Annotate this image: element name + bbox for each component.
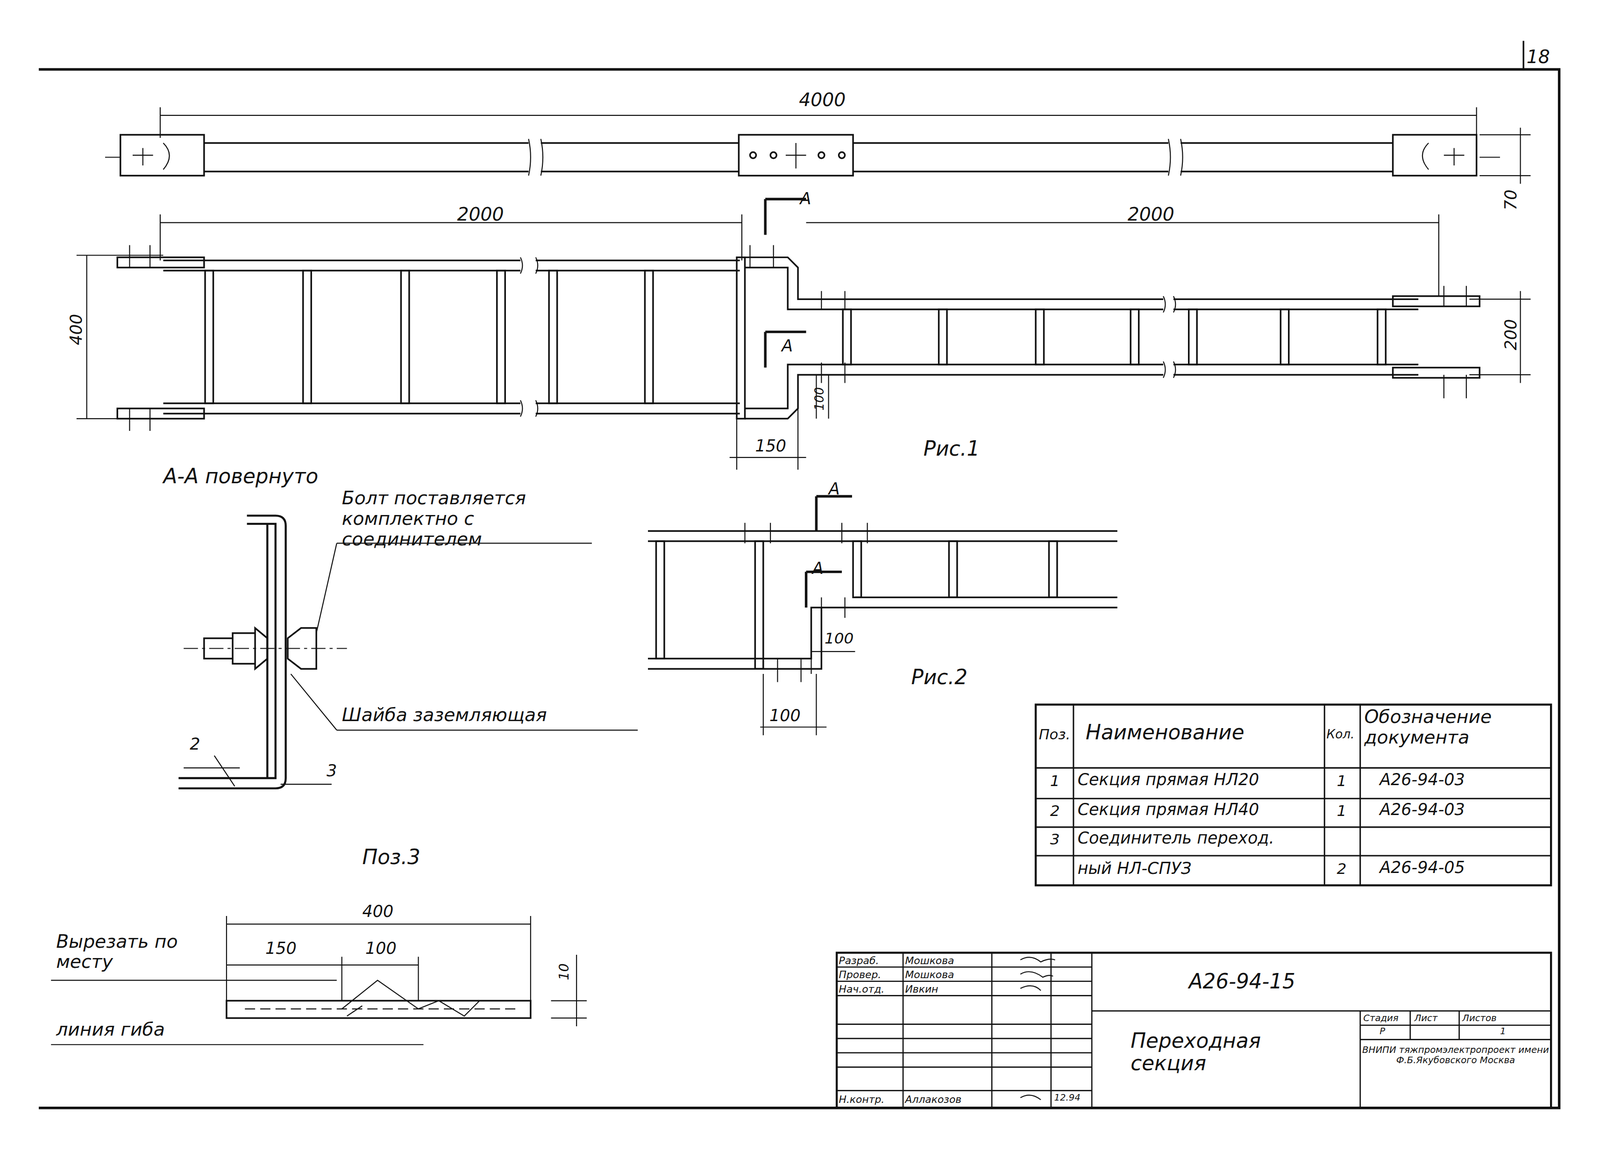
drawing-label: ный НЛ-СПУЗ bbox=[1077, 859, 1192, 878]
drawing-label: А bbox=[828, 479, 840, 498]
drawing-label: 100 bbox=[769, 706, 801, 725]
drawing-label: Рис.2 bbox=[911, 665, 968, 689]
drawing-label: Наименование bbox=[1085, 720, 1245, 744]
drawing-label: Кол. bbox=[1326, 727, 1355, 742]
drawing-label: А26-94-03 bbox=[1379, 770, 1465, 789]
drawing-label: 400 bbox=[67, 313, 86, 346]
drawing-label: Шайба заземляющая bbox=[341, 704, 548, 725]
drawing-label: 70 bbox=[1501, 189, 1520, 211]
drawing-label: Ивкин bbox=[904, 982, 939, 995]
drawing-label: Соединитель переход. bbox=[1077, 828, 1275, 847]
drawing-label: А26-94-05 bbox=[1379, 858, 1465, 877]
drawing-label: Поз.3 bbox=[362, 845, 421, 868]
drawing-label: 150 bbox=[265, 938, 297, 957]
drawing-label: Провер. bbox=[839, 968, 882, 981]
drawing-label: 2 bbox=[189, 734, 200, 753]
drawing-label: Рис.1 bbox=[923, 436, 980, 460]
drawing-label: 2000 bbox=[457, 204, 505, 225]
drawing-label: Секция прямая НЛ20 bbox=[1077, 770, 1260, 789]
drawing-label: Вырезать по месту bbox=[56, 931, 210, 972]
drawing-label: Секция прямая НЛ40 bbox=[1077, 800, 1260, 818]
drawing-label: 3 bbox=[326, 761, 337, 780]
drawing-label: Лист bbox=[1414, 1013, 1438, 1024]
drawing-label: Обозначение документа bbox=[1364, 706, 1548, 747]
drawing-label: 1 bbox=[1050, 772, 1060, 790]
drawing-label: ВНИПИ тяжпромэлектропроект имени Ф.Б.Яку… bbox=[1362, 1045, 1550, 1066]
drawing-label: Н.контр. bbox=[839, 1093, 885, 1105]
drawing-label: 4000 bbox=[798, 89, 846, 110]
drawing-label: 200 bbox=[1501, 319, 1520, 351]
drawing-label: 1 bbox=[1336, 772, 1347, 790]
drawing-label: Листов bbox=[1462, 1013, 1497, 1024]
drawing-label: Нач.отд. bbox=[839, 982, 885, 995]
drawing-label: 100 bbox=[824, 629, 854, 647]
drawing-label: Стадия bbox=[1363, 1013, 1399, 1024]
drawing-label: 150 bbox=[754, 436, 787, 455]
drawing-label: 12.94 bbox=[1053, 1093, 1081, 1104]
drawing-label: Разраб. bbox=[839, 954, 880, 966]
drawing-label: 2 bbox=[1336, 860, 1347, 878]
drawing-label: А26-94-03 bbox=[1379, 800, 1465, 818]
drawing-label: 100 bbox=[365, 938, 397, 957]
drawing-label: 3 bbox=[1050, 831, 1060, 848]
drawing-label: 1 bbox=[1336, 802, 1347, 819]
drawing-label: Мошкова bbox=[904, 954, 954, 966]
drawing-label: А26-94-15 bbox=[1188, 969, 1296, 993]
drawing-label: А-А повернуто bbox=[163, 464, 319, 487]
drawing-label: А bbox=[812, 559, 824, 577]
drawing-label: 400 bbox=[362, 902, 394, 921]
drawing-label: Болт поставляется комплектно с соедините… bbox=[341, 487, 598, 549]
drawing-label: Поз. bbox=[1038, 726, 1071, 743]
drawing-label: А bbox=[781, 336, 793, 355]
drawing-label: Аллакозов bbox=[904, 1093, 962, 1105]
drawing-label: Р bbox=[1379, 1026, 1386, 1038]
drawing-label: 2 bbox=[1050, 802, 1060, 819]
drawing-label: А bbox=[799, 189, 811, 208]
drawing-label: Мошкова bbox=[904, 968, 954, 981]
drawing-label: 10 bbox=[557, 962, 572, 980]
drawing-label: Переходная секция bbox=[1130, 1029, 1304, 1074]
drawing-label: 18 bbox=[1526, 47, 1551, 68]
drawing-label: 2000 bbox=[1127, 204, 1175, 225]
drawing-label: линия гиба bbox=[56, 1018, 165, 1039]
drawing-label: 1 bbox=[1500, 1026, 1507, 1038]
drawing-label: 100 bbox=[813, 386, 827, 411]
